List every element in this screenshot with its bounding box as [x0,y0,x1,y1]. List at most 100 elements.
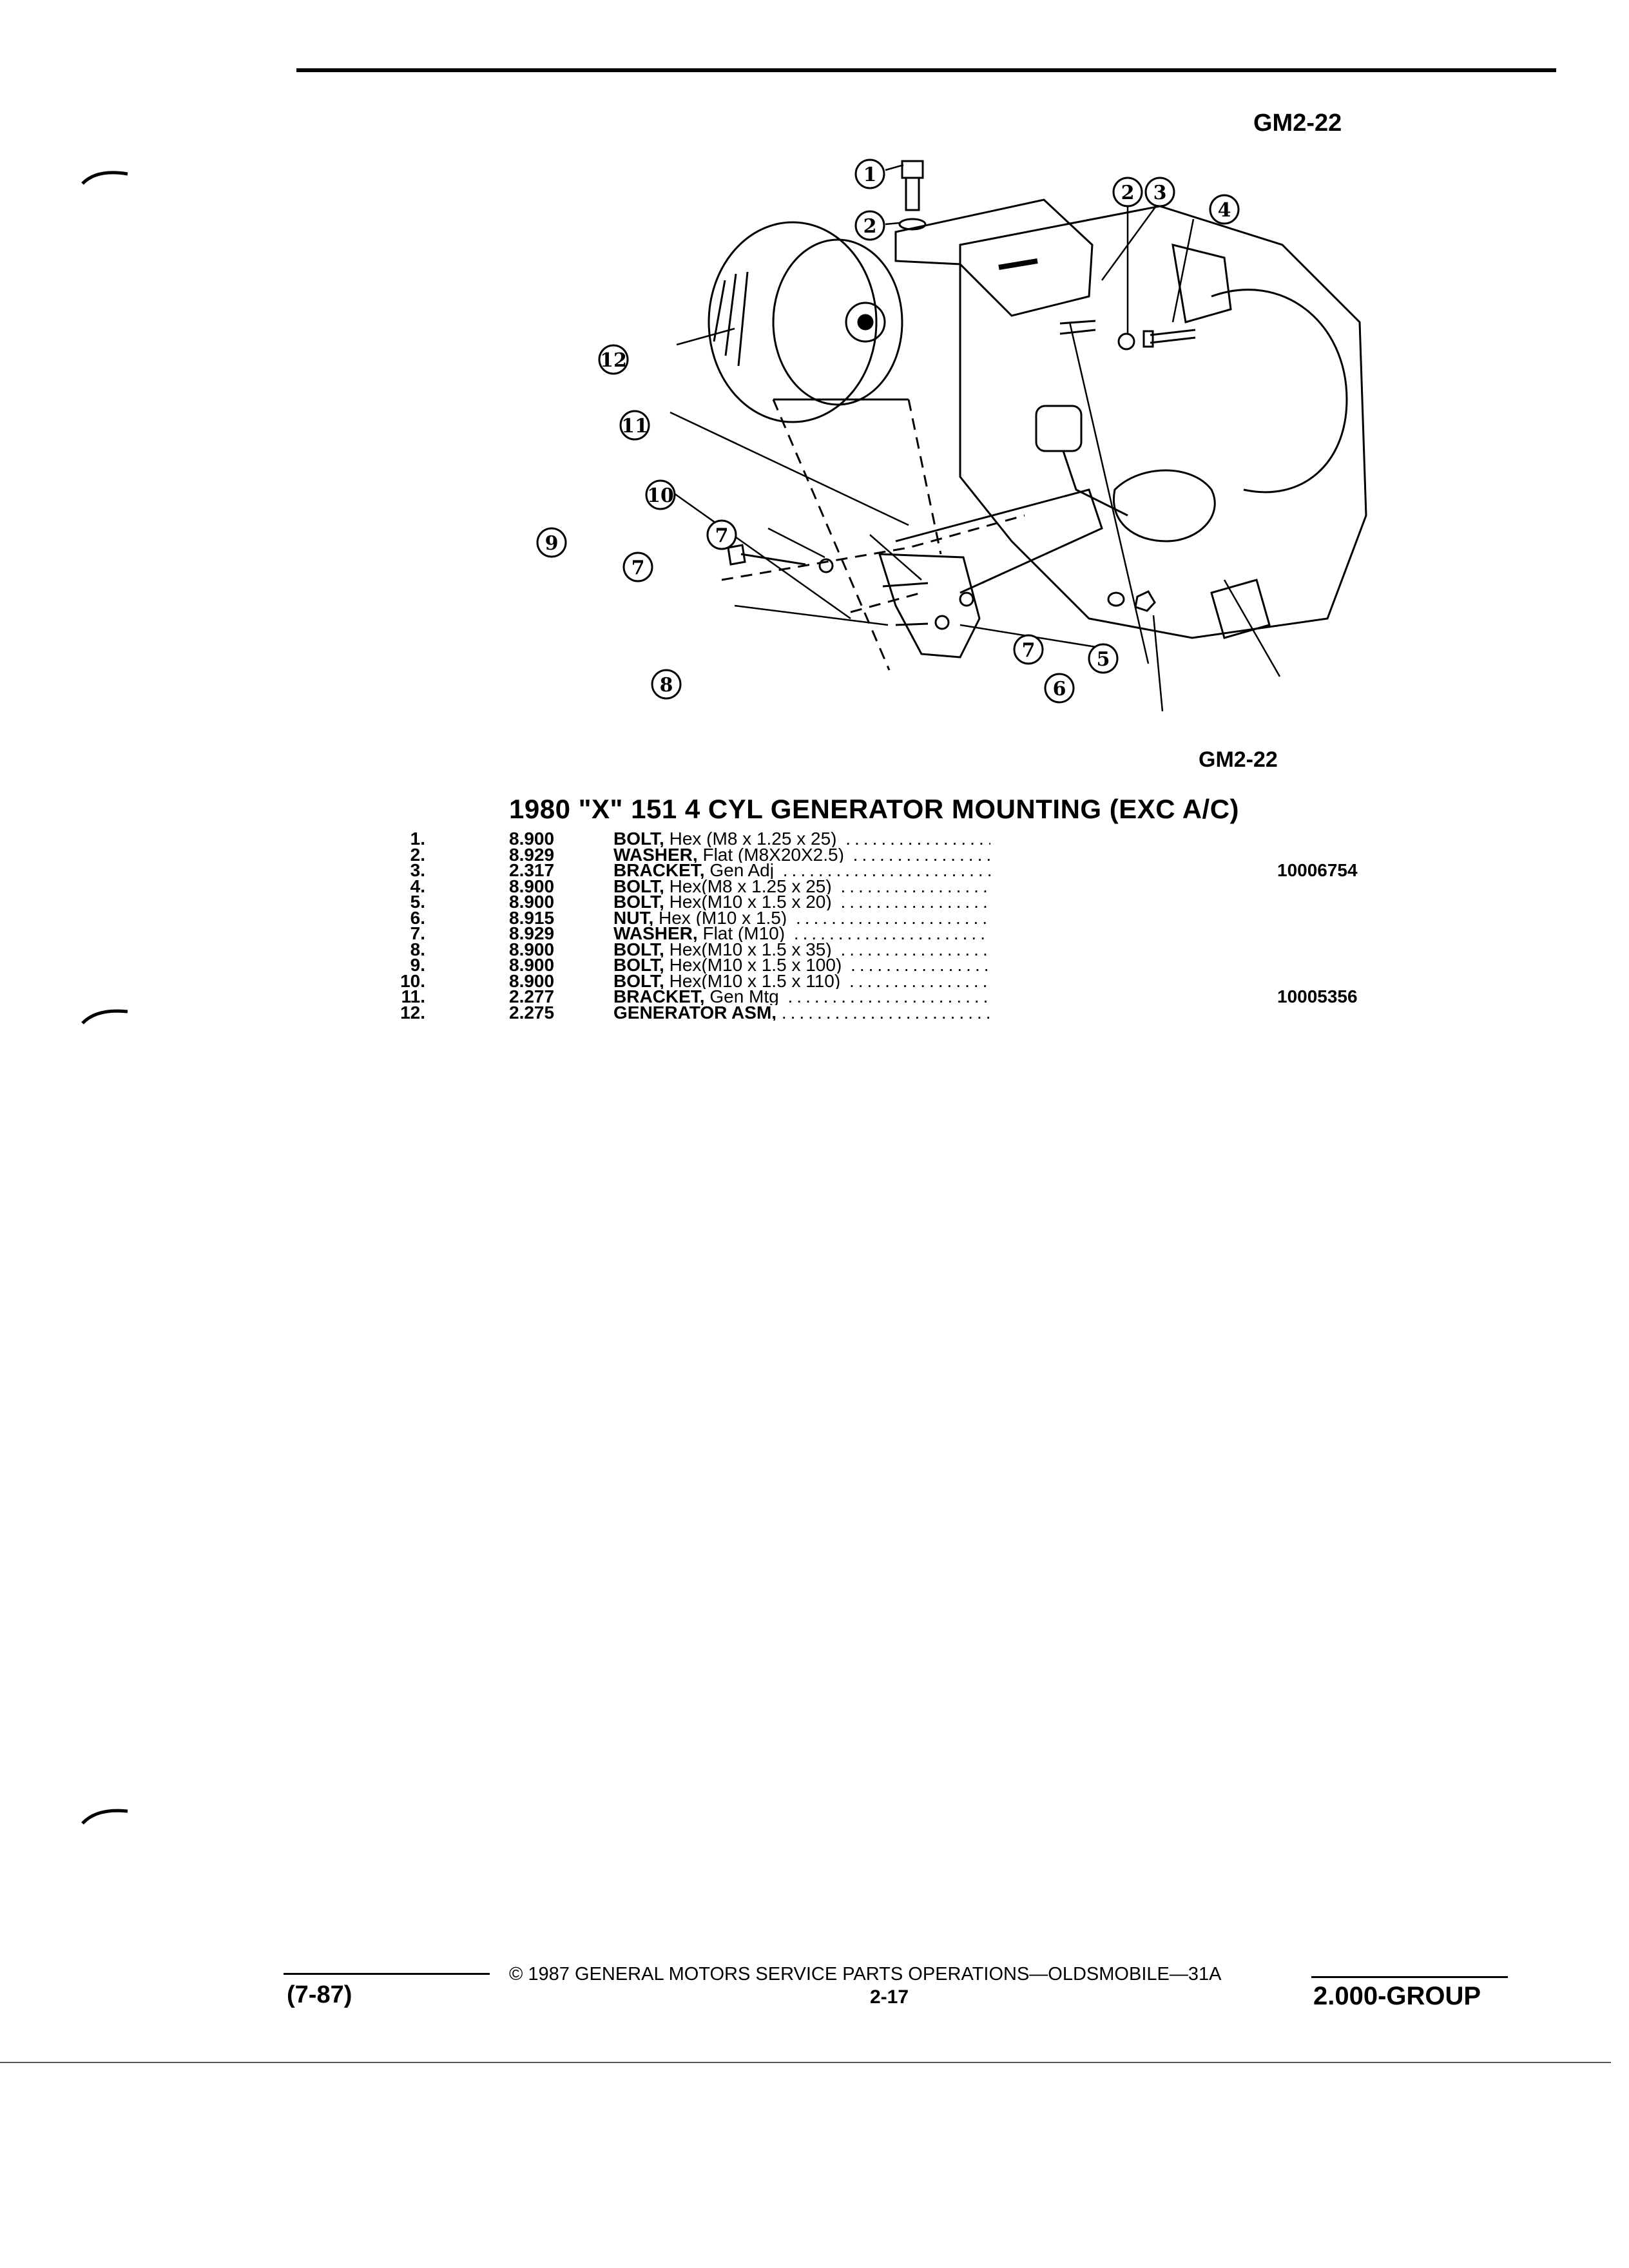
footer-date: (7-87) [287,1981,352,2008]
parts-diagram: 1 2 2 3 4 5 6 7 7 7 8 9 10 11 12 [536,159,1367,712]
part-name: BOLT, [613,973,664,990]
dot-leader: ........................................… [840,878,990,895]
bolt-4 [1150,329,1196,344]
margin-mark [81,1009,128,1024]
svg-text:7: 7 [1022,639,1036,662]
part-spec: Hex(M10 x 1.5 x 35) [669,941,832,958]
part-number: 5. [410,892,425,912]
svg-text:10: 10 [647,485,674,507]
footer-copyright: © 1987 GENERAL MOTORS SERVICE PARTS OPER… [509,1964,1222,1984]
bottom-scan-line [0,2062,1611,2063]
dot-leader: ........................................… [840,941,990,958]
part-name: BOLT, [613,894,664,910]
callout-2: 2 [854,210,885,241]
assembly-line [772,399,891,671]
part-group-code: 8.900 [509,955,555,975]
part-name: BOLT, [613,878,664,895]
dot-leader: ........................................… [781,1004,990,1021]
callout-7: 7 [622,552,653,582]
engine-detail [1171,243,1232,323]
nut-6 [1134,590,1156,612]
part-description: WASHER, Flat (M8X20X2.5) ...............… [613,847,990,863]
assembly-line [907,399,942,555]
svg-text:2: 2 [1121,182,1135,204]
callout-10: 10 [645,479,676,510]
part-spec: Hex (M10 x 1.5) [659,910,787,927]
margin-mark [81,1809,128,1825]
callout-2: 2 [1112,177,1143,207]
callout-9: 9 [536,527,567,558]
assembly-line [850,591,922,613]
part-name: BOLT, [613,941,664,958]
part-spec: Gen Mtg [709,989,779,1005]
dot-leader: ........................................… [851,957,990,974]
generator-body [708,221,878,423]
gen-adj-bracket [894,198,1094,317]
part-number: 9. [410,955,425,975]
engine-detail [1210,579,1271,639]
svg-text:4: 4 [1218,199,1231,222]
part-row: 5. 8.900 BOLT, Hex(M10 x 1.5 x 20) .......… [374,892,1469,912]
part-spec: Hex (M8 x 1.25 x 25) [669,831,837,847]
bolt-9 [740,553,806,566]
svg-text:2: 2 [863,215,877,238]
part-group-code: 8.900 [509,892,555,912]
part-group-code: 2.277 [509,986,555,1006]
generator-pulley [845,302,886,343]
part-group-code: 8.900 [509,970,555,991]
part-name: WASHER, [613,926,698,942]
margin-marks [81,171,128,1825]
part-description: BOLT, Hex(M10 x 1.5 x 100) .............… [613,957,990,974]
hose [1062,450,1128,517]
part-catalog-number: 10005356 [1277,986,1358,1006]
part-group-code: 8.929 [509,923,555,943]
part-name: BRACKET, [613,989,705,1005]
part-spec: Hex(M10 x 1.5 x 20) [669,894,832,910]
bracket-slot [998,258,1038,270]
callout-11: 11 [619,410,650,441]
washer-7c [959,591,974,607]
part-group-code: 2.317 [509,860,555,880]
part-description: BOLT, Hex(M10 x 1.5 x 110) .............… [613,974,990,990]
part-name: WASHER, [613,847,698,863]
part-number: 6. [410,907,425,928]
figure-code-top: GM2-22 [1253,110,1342,137]
part-description: BOLT, Hex(M8 x 1.25 x 25) ..............… [613,879,990,895]
generator-front [772,238,903,406]
svg-text:7: 7 [715,524,729,547]
part-group-code: 2.275 [509,1002,555,1023]
engine-detail [1211,289,1348,494]
section-title: 1980 "X" 151 4 CYL GENERATOR MOUNTING (E… [509,794,1240,824]
gen-mtg-bracket [878,553,981,658]
part-name: BRACKET, [613,863,705,879]
figure-code-bottom: GM2-22 [1199,747,1278,772]
washer-2b [1117,332,1135,351]
part-number: 8. [410,939,425,959]
svg-text:5: 5 [1097,648,1110,671]
part-description: BOLT, Hex(M10 x 1.5 x 20) ..............… [613,894,990,910]
svg-text:1: 1 [863,164,877,186]
dot-leader: ........................................… [840,894,990,910]
part-name: GENERATOR ASM, [613,1004,777,1021]
part-spec: Hex(M10 x 1.5 x 100) [669,957,842,974]
svg-text:11: 11 [621,415,648,437]
callout-5: 5 [1088,643,1119,674]
part-group-code: 8.915 [509,907,555,928]
svg-text:6: 6 [1053,678,1066,700]
margin-mark [81,171,128,185]
dot-leader: ........................................… [845,831,990,847]
part-row: 9. 8.900 BOLT, Hex(M10 x 1.5 x 100) ......… [374,955,1469,975]
bolt-10 [882,582,929,588]
dot-leader: ........................................… [787,989,991,1005]
dot-leader: ........................................… [795,910,990,927]
part-group-code: 8.900 [509,876,555,896]
svg-text:9: 9 [545,532,559,555]
callout-7: 7 [1013,634,1044,665]
part-name: NUT, [613,910,654,927]
callout-8: 8 [651,669,682,700]
callout-6: 6 [1044,673,1075,704]
callout-7: 7 [706,519,737,550]
